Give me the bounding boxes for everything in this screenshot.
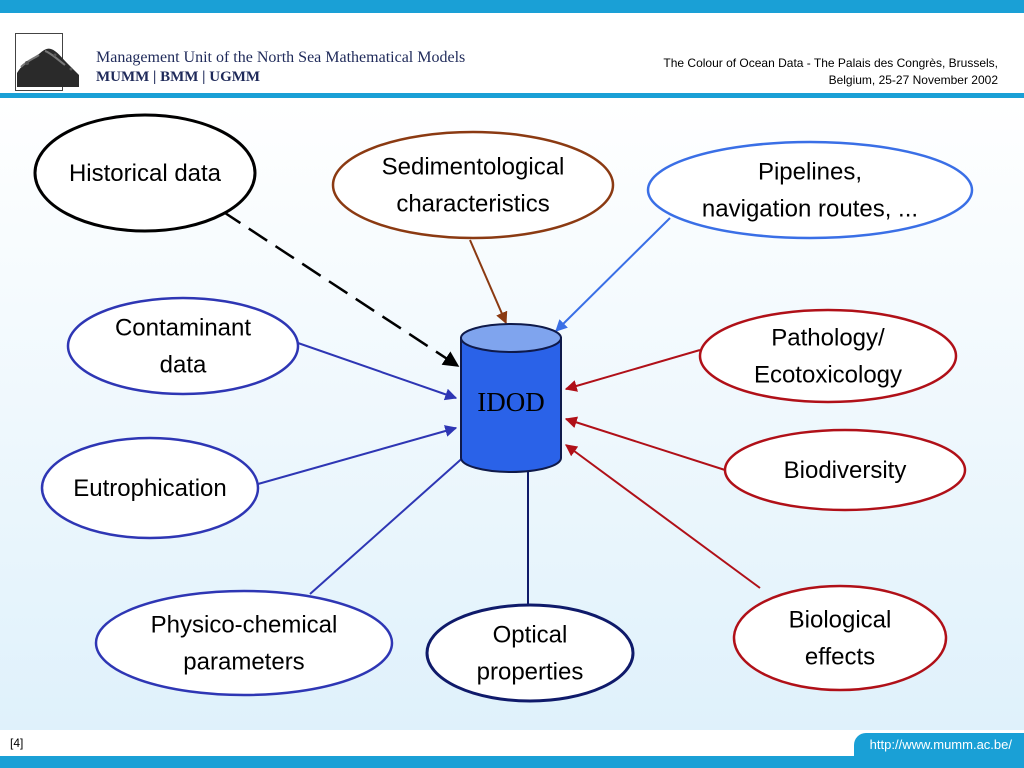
edges [221,209,761,605]
edge-biological-effects [565,444,761,589]
idod-database: IDOD [460,323,562,473]
idod-diagram: Historical data Sedimentological character… [33,113,974,703]
slide-content: Historical data Sedimentological character… [0,98,1024,730]
node-sedimentological-ellipse [331,130,615,240]
edge-pipelines [555,217,671,332]
node-pipelines-label: navigation routes, ... [702,196,918,223]
node-biological-effects-label: Biological [789,607,892,634]
node-optical: Optical properties [425,603,635,703]
node-contaminant-label: Contaminant [115,315,251,342]
top-accent-bar [0,0,1024,13]
node-optical-label: properties [477,659,584,686]
slide-header: Management Unit of the North Sea Mathema… [0,13,1024,93]
node-biodiversity-ellipse [723,428,967,512]
node-contaminant-ellipse [66,296,300,396]
nodes: Historical data Sedimentological character… [33,113,974,703]
node-optical-ellipse [425,603,635,703]
footer-url-link[interactable]: http://www.mumm.ac.be/ [853,733,1024,756]
node-physico-chemical-ellipse [94,589,394,697]
edge-contaminant [297,342,458,401]
node-sedimentological-label: characteristics [396,191,549,218]
node-biological-effects-ellipse [732,584,948,692]
conference-line-1: The Colour of Ocean Data - The Palais de… [663,56,998,70]
conference-line-2: Belgium, 25-27 November 2002 [828,73,998,87]
node-eutrophication-ellipse [40,436,260,540]
node-pathology-label: Ecotoxicology [754,362,902,389]
node-optical-label: Optical [493,622,568,649]
node-biological-effects-label: effects [805,644,875,671]
node-historical-data: Historical data [33,113,257,233]
node-pathology-ellipse [698,308,958,404]
edge-historical-data [221,209,460,368]
idod-label: IDOD [477,387,545,417]
node-historical-data-ellipse [33,113,257,233]
node-pipelines-ellipse [646,140,974,240]
idod-cylinder-top [460,323,562,353]
node-contaminant: Contaminant data [66,296,300,396]
node-physico-chemical-label: Physico-chemical [151,612,338,639]
node-eutrophication-label: Eutrophication [73,475,226,502]
node-eutrophication: Eutrophication [40,436,260,540]
org-name: Management Unit of the North Sea Mathema… [96,49,466,66]
node-physico-chemical-label: parameters [183,649,304,676]
node-contaminant-label: data [160,352,207,379]
header-divider [0,93,1024,98]
edge-sedimentological [469,239,508,325]
node-pathology-label: Pathology/ [771,325,885,352]
edge-biodiversity [564,416,726,471]
edge-eutrophication [257,425,458,485]
node-sedimentological-label: Sedimentological [382,154,565,181]
node-biological-effects: Biological effects [732,584,948,692]
node-pathology: Pathology/Ecotoxicology [698,308,958,404]
page-number: [4] [10,736,24,750]
node-pipelines-label: Pipelines, [758,159,862,186]
edge-physico-chemical [309,445,477,595]
edge-pathology [564,349,701,392]
idod-cylinder-body [460,337,562,473]
org-abbreviations: MUMM | BMM | UGMM [96,69,261,85]
node-physico-chemical: Physico-chemical parameters [94,589,394,697]
node-biodiversity-label: Biodiversity [784,457,907,484]
node-biodiversity: Biodiversity [723,428,967,512]
node-historical-data-label: Historical data [69,160,222,187]
node-pipelines: Pipelines, navigation routes, ... [646,140,974,240]
bottom-accent-bar [0,756,1024,768]
mumm-logo-icon [15,33,79,91]
node-sedimentological: Sedimentological characteristics [331,130,615,240]
conference-info: The Colour of Ocean Data - The Palais de… [598,55,998,89]
